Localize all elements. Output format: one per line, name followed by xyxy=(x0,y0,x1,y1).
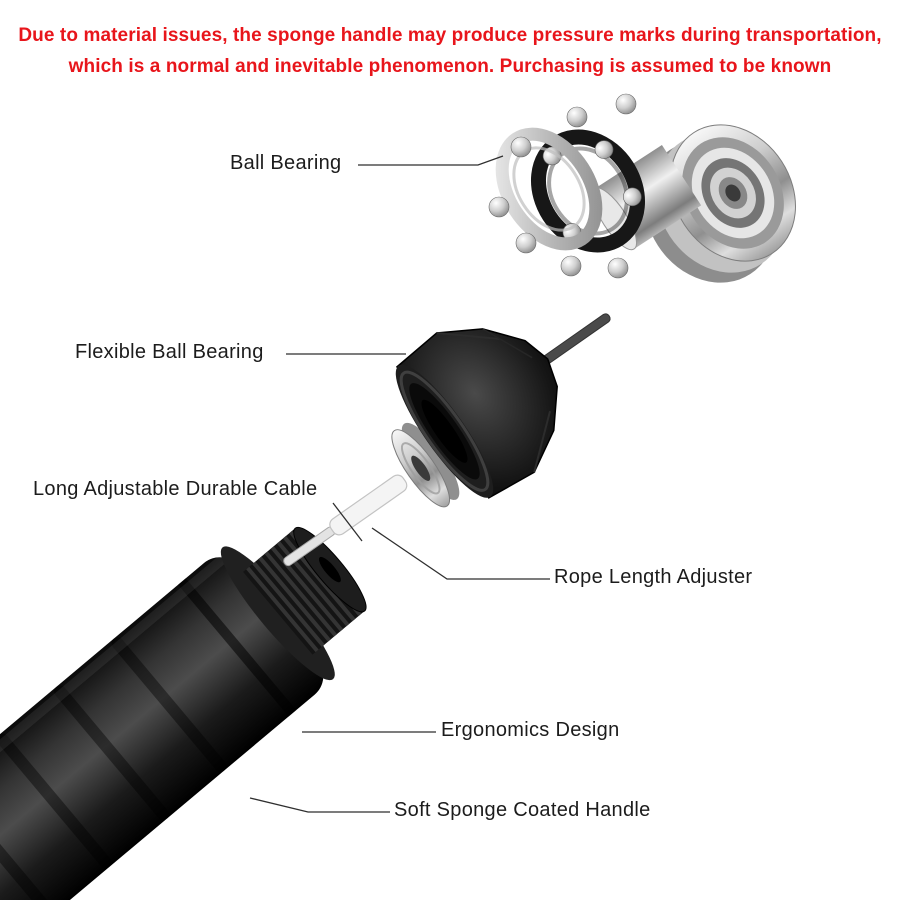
leader-ball-bearing xyxy=(358,155,504,166)
leader-long-cable xyxy=(332,502,363,542)
label-soft-sponge-coated-handle: Soft Sponge Coated Handle xyxy=(394,799,651,821)
leader-lines xyxy=(249,155,550,813)
label-ergonomics-design: Ergonomics Design xyxy=(441,719,620,741)
leader-soft-sponge xyxy=(249,797,390,813)
disclaimer-text: Due to material issues, the sponge handl… xyxy=(0,20,900,82)
disclaimer-line-1: Due to material issues, the sponge handl… xyxy=(18,25,882,46)
label-flexible-ball-bearing: Flexible Ball Bearing xyxy=(75,341,264,363)
leader-rope-length-adjuster xyxy=(371,527,550,580)
label-ball-bearing: Ball Bearing xyxy=(230,152,342,174)
label-rope-length-adjuster: Rope Length Adjuster xyxy=(554,566,753,588)
disclaimer-line-2: which is a normal and inevitable phenome… xyxy=(68,56,832,77)
label-long-adjustable-durable-cable: Long Adjustable Durable Cable xyxy=(33,478,318,500)
washer-illustration xyxy=(391,422,460,508)
flexible-ball-bearing-cap-illustration xyxy=(395,313,611,499)
handle-illustration xyxy=(0,526,367,900)
loose-bearing-balls xyxy=(488,93,637,279)
ball-bearing-assembly-illustration xyxy=(488,93,796,283)
